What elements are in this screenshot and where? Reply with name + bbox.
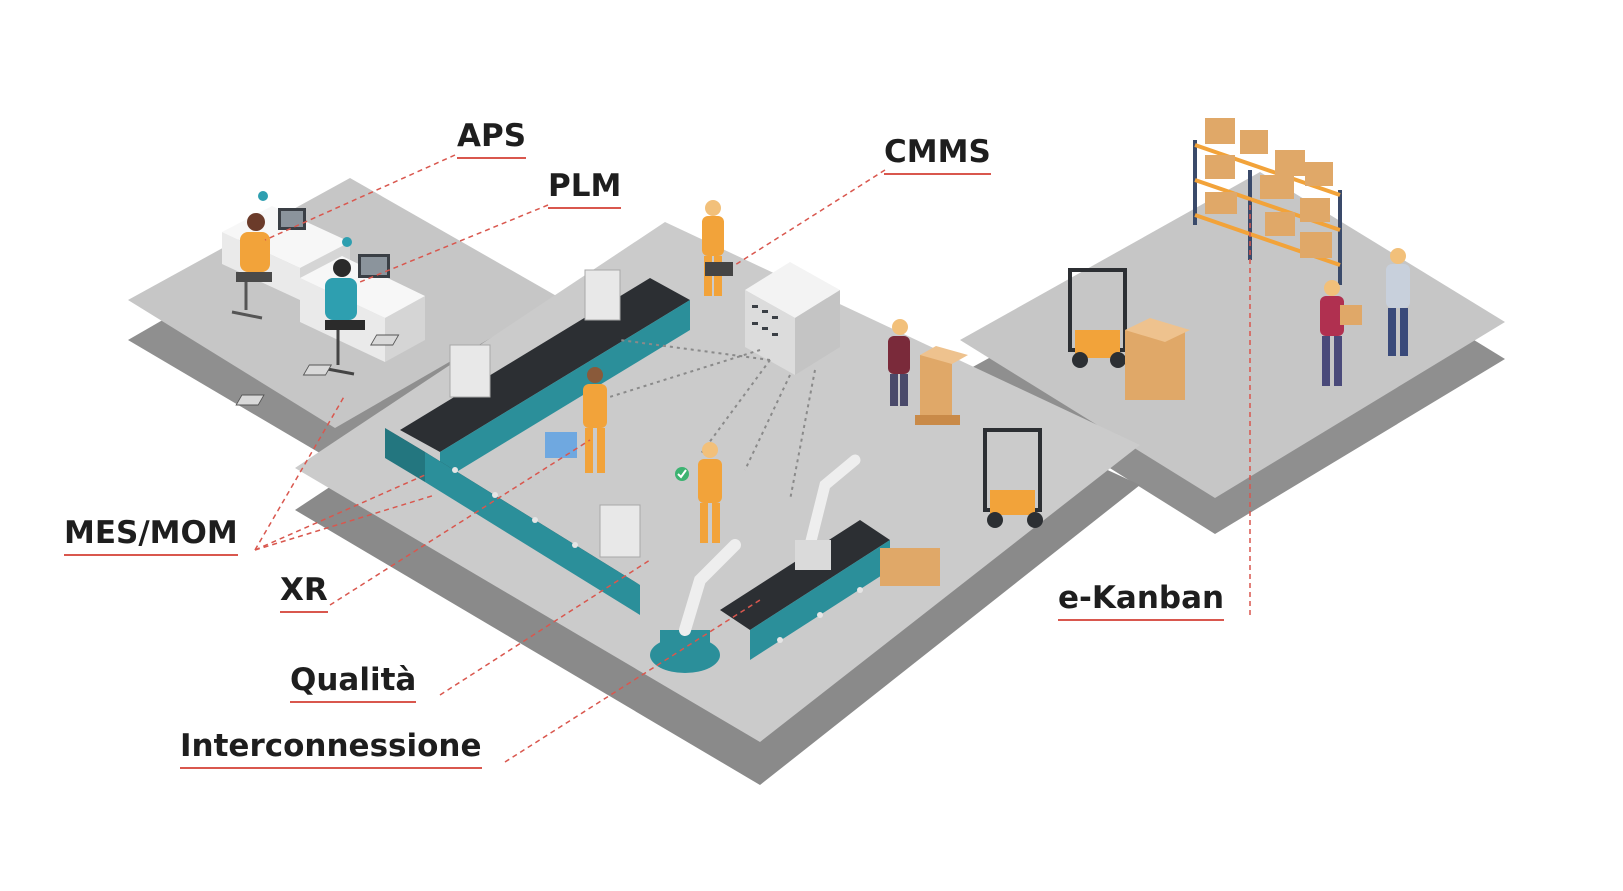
- robot-arm-icon: [650, 454, 861, 673]
- shelving-icon: [1193, 118, 1342, 285]
- server-rack-icon: [599, 262, 840, 501]
- conveyor-icon: [235, 269, 890, 660]
- pallet-jack-icon: [915, 346, 968, 425]
- label-e-kanban: e-Kanban: [1058, 580, 1225, 621]
- leader-lines: [254, 154, 1251, 763]
- checkmark-icon: [675, 467, 689, 481]
- label-xr: XR: [280, 572, 328, 613]
- label-aps: APS: [457, 118, 527, 159]
- label-interconnessione: Interconnessione: [180, 728, 482, 769]
- worker-icon: [583, 200, 910, 543]
- label-plm: PLM: [548, 168, 622, 209]
- forklift-icon: [880, 268, 1190, 586]
- label-cmms: CMMS: [884, 134, 991, 175]
- label-mes-mom: MES/MOM: [64, 515, 238, 556]
- workstation-icon: [222, 191, 425, 376]
- label-qualita: Qualità: [290, 662, 417, 703]
